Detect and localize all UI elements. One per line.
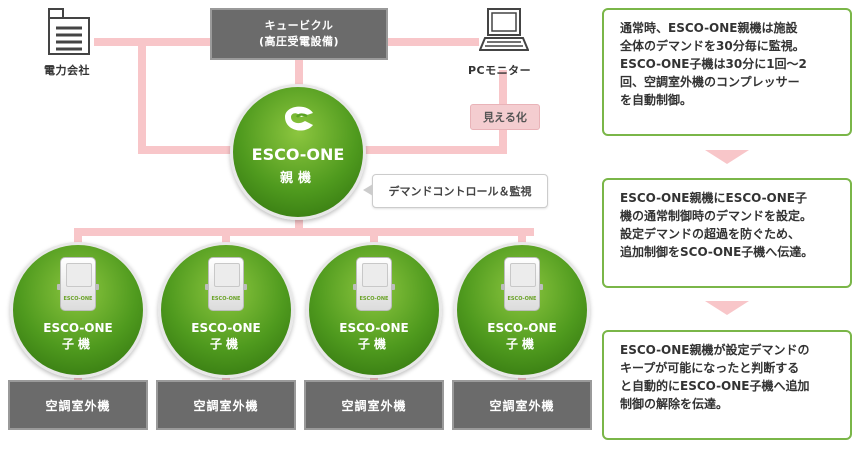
step-box-2: ESCO-ONE親機にESCO-ONE子 機の通常制御時のデマンドを設定。 設定… <box>602 178 852 288</box>
connector-child-3 <box>370 228 378 250</box>
child-device-icon: ESCO-ONE <box>205 257 247 311</box>
child-unit-3: ESCO-ONE ESCO-ONE 子機 <box>306 242 442 378</box>
step-3-line: と自動的にESCO-ONE子機へ追加 <box>620 379 810 393</box>
parent-name: ESCO-ONE <box>251 145 345 164</box>
connector-cubicle-vertical <box>295 46 303 88</box>
computer-monitor-icon <box>478 8 530 52</box>
visualize-tag: 見える化 <box>470 104 540 130</box>
connector-child-4 <box>518 228 526 250</box>
esco-logo-icon <box>277 99 321 135</box>
step-1-line: ESCO-ONE子機は30分に1回〜2 <box>620 57 807 71</box>
outdoor-unit-4: 空調室外機 <box>452 380 592 430</box>
step-1-line: 回、空調室外機のコンプレッサー <box>620 75 800 89</box>
outdoor-unit-2: 空調室外機 <box>156 380 296 430</box>
cubicle-box: キュービクル (高圧受電設備) <box>210 8 388 60</box>
child-device-icon: ESCO-ONE <box>57 257 99 311</box>
child-name: ESCO-ONE <box>43 321 113 335</box>
step-2-line: ESCO-ONE親機にESCO-ONE子 <box>620 191 807 205</box>
step-2-line: 設定デマンドの超過を防ぐため、 <box>620 227 801 241</box>
child-role: 子機 <box>505 337 538 351</box>
callout-pointer <box>363 184 373 196</box>
power-company-label: 電力会社 <box>44 64 90 77</box>
child-name: ESCO-ONE <box>191 321 261 335</box>
connector-children-bus <box>74 228 534 236</box>
parent-unit: ESCO-ONE 親機 <box>230 84 366 220</box>
demand-control-callout: デマンドコントロール＆監視 <box>372 174 548 208</box>
step-2-line: 追加制御をSCO-ONE子機へ伝達。 <box>620 245 814 259</box>
child-name: ESCO-ONE <box>339 321 409 335</box>
pc-monitor-label: PCモニター <box>468 64 532 77</box>
step-arrow-1 <box>705 150 749 164</box>
outdoor-unit-1: 空調室外機 <box>8 380 148 430</box>
connector-parent-down <box>295 218 303 232</box>
parent-role: 親機 <box>279 171 316 186</box>
cubicle-title: キュービクル <box>264 19 334 32</box>
step-2-line: 機の通常制御時のデマンドを設定。 <box>620 209 813 223</box>
step-1-line: 全体のデマンドを30分毎に監視。 <box>620 39 805 53</box>
cubicle-subtitle: (高圧受電設備) <box>258 35 340 48</box>
building-icon <box>48 8 94 56</box>
step-1-line: 通常時、ESCO-ONE親機は施設 <box>620 21 798 35</box>
child-name: ESCO-ONE <box>487 321 557 335</box>
step-1-line: を自動制御。 <box>620 93 693 107</box>
outdoor-unit-3: 空調室外機 <box>304 380 444 430</box>
step-3-line: 制御の解除を伝達。 <box>620 397 729 411</box>
connector-power-vertical <box>138 38 146 150</box>
connector-child-1 <box>74 228 82 250</box>
step-3-line: ESCO-ONE親機が設定デマンドの <box>620 343 810 357</box>
child-unit-2: ESCO-ONE ESCO-ONE 子機 <box>158 242 294 378</box>
connector-cubicle-horizontal <box>138 146 238 154</box>
child-unit-4: ESCO-ONE ESCO-ONE 子機 <box>454 242 590 378</box>
step-3-line: キープが可能になったと判断する <box>620 361 800 375</box>
child-role: 子機 <box>357 337 390 351</box>
child-device-icon: ESCO-ONE <box>353 257 395 311</box>
connector-parent-pc-horizontal <box>362 146 504 154</box>
child-unit-1: ESCO-ONE ESCO-ONE 子機 <box>10 242 146 378</box>
child-role: 子機 <box>209 337 242 351</box>
step-box-3: ESCO-ONE親機が設定デマンドの キープが可能になったと判断する と自動的に… <box>602 330 852 440</box>
child-role: 子機 <box>61 337 94 351</box>
step-arrow-2 <box>705 301 749 315</box>
step-box-1: 通常時、ESCO-ONE親機は施設 全体のデマンドを30分毎に監視。 ESCO-… <box>602 8 852 136</box>
connector-child-2 <box>222 228 230 250</box>
child-device-icon: ESCO-ONE <box>501 257 543 311</box>
